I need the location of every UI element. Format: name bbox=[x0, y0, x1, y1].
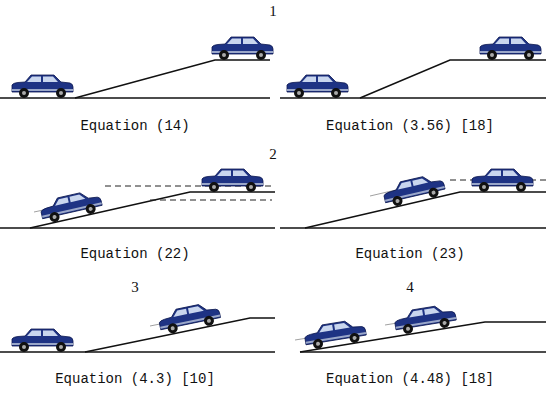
panel-number: 3 bbox=[131, 278, 139, 296]
equation-caption: Equation (23) bbox=[355, 246, 464, 263]
equation-caption: Equation (3.56) [18] bbox=[326, 118, 494, 135]
panel-number: 1 bbox=[269, 2, 277, 20]
panel-number: 2 bbox=[269, 145, 277, 163]
equation-caption: Equation (22) bbox=[80, 246, 189, 263]
equation-caption: Equation (4.3) [10] bbox=[55, 371, 215, 388]
equation-caption: Equation (4.48) [18] bbox=[326, 371, 494, 388]
panel-number: 4 bbox=[406, 278, 414, 296]
equation-caption: Equation (14) bbox=[80, 118, 189, 135]
